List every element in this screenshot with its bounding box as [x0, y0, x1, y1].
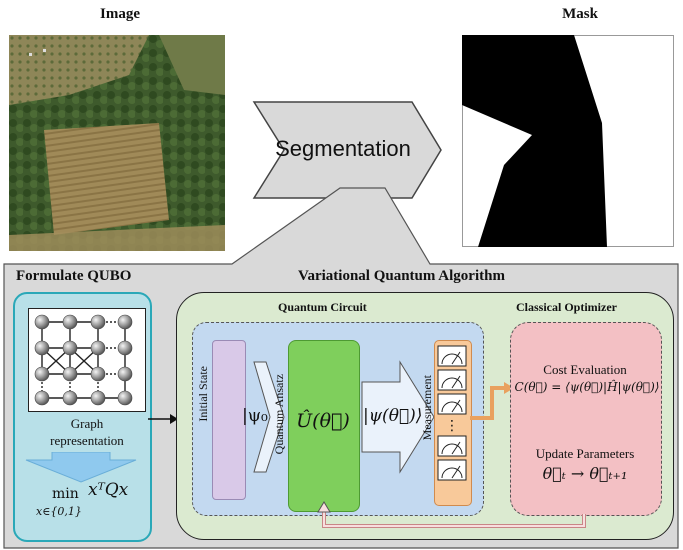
mask-title: Mask	[562, 6, 598, 22]
optimizer-title: Classical Optimizer	[516, 300, 617, 314]
qubo-to-vqa-arrow	[148, 414, 178, 424]
circuit-title: Quantum Circuit	[278, 300, 367, 314]
unitary-label: Û(θ⃗)	[296, 410, 350, 432]
objective-min: min	[52, 486, 79, 502]
update-formula: θ⃗ₜ → θ⃗ₜ₊₁	[542, 464, 628, 483]
cost-title: Cost Evaluation	[543, 362, 627, 377]
aerial-image	[9, 35, 225, 251]
ansatz-arrow	[253, 361, 285, 473]
graph-label-line1: Graph	[70, 416, 104, 431]
cost-formula: C(θ⃗) = ⟨ψ(θ⃗)|Ĥ|ψ(θ⃗)⟩	[514, 380, 660, 394]
initial-state-ket: |ψ₀⟩	[242, 406, 275, 426]
qubo-title: Formulate QUBO	[16, 268, 132, 284]
initial-state-label: Initial State	[196, 366, 210, 422]
meter-dots: ⋮	[445, 418, 459, 434]
vqa-title: Variational Quantum Algorithm	[298, 268, 505, 284]
optimizer-box	[510, 322, 662, 516]
objective-expr: xᵀQx	[88, 480, 129, 500]
image-title: Image	[100, 6, 140, 22]
initial-state-block	[212, 340, 246, 500]
mask-image	[462, 35, 674, 247]
qubo-down-arrow	[25, 452, 137, 483]
objective-sub: x∈{0,1}	[36, 505, 82, 518]
measurement-to-optimizer-arrow	[470, 382, 514, 420]
update-title: Update Parameters	[535, 446, 635, 461]
graph-label-line2: representation	[50, 433, 124, 448]
measurement-meters	[437, 345, 467, 481]
state-ket: |ψ(θ⃗)⟩	[363, 406, 423, 426]
segmentation-label: Segmentation	[275, 136, 411, 161]
unitary-block	[288, 340, 360, 512]
measurement-label: Measurement	[420, 375, 434, 441]
ansatz-label: Quantum Ansatz	[272, 374, 286, 455]
graph-grid	[28, 308, 146, 412]
segmentation-arrow	[252, 101, 442, 199]
feedback-arrow	[317, 501, 586, 528]
state-arrow	[361, 360, 435, 474]
